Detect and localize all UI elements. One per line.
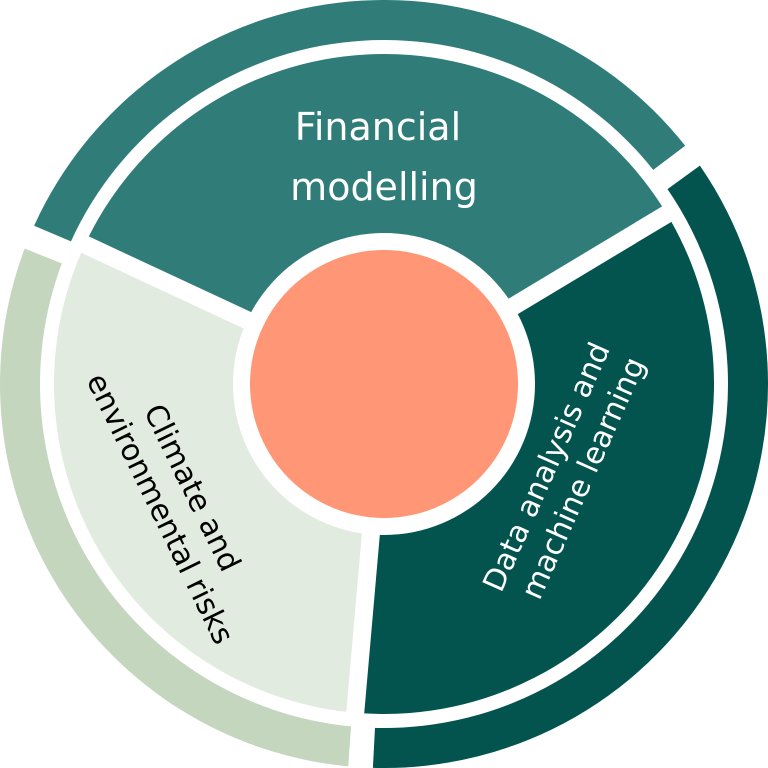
segment-financial-modelling[interactable] — [88, 53, 663, 317]
segment-climate-risks[interactable] — [53, 252, 363, 712]
label-financial-modelling-line-2: modelling — [290, 165, 478, 209]
segment-data-analysis[interactable] — [364, 221, 714, 714]
inner-ring — [53, 53, 714, 714]
outer-ring-segment-climate-risks — [0, 248, 352, 767]
center-circle[interactable] — [250, 250, 518, 518]
label-financial-modelling: Financial modelling — [290, 105, 478, 209]
label-financial-modelling-line-1: Financial — [295, 105, 461, 149]
outer-ring-segment-financial-modelling — [34, 0, 686, 242]
outer-ring-segment-data-analysis — [372, 165, 768, 768]
